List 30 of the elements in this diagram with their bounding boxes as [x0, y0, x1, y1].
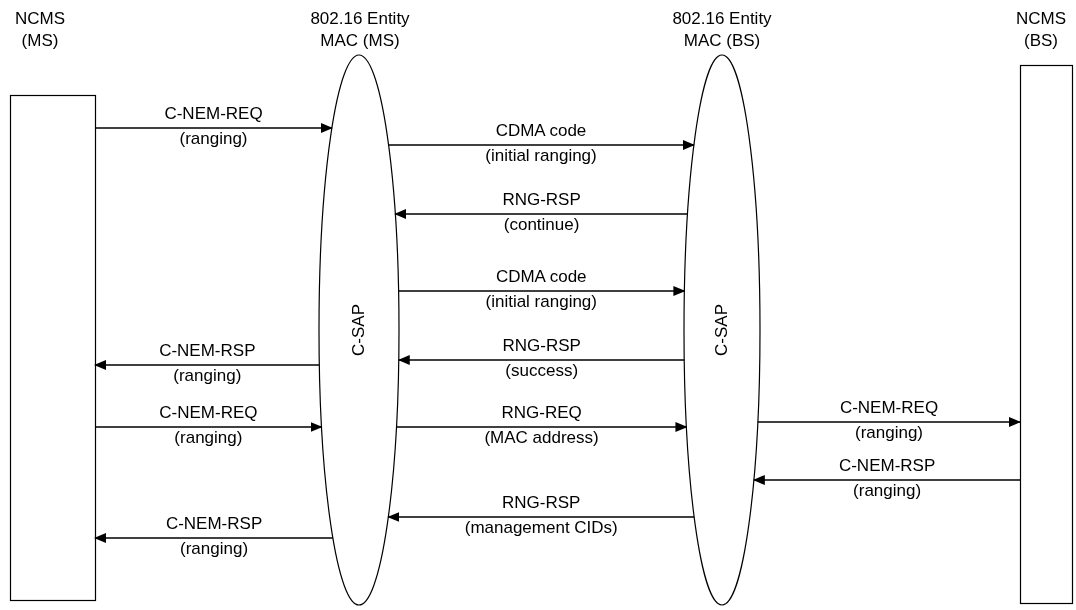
message-arrow — [94, 123, 333, 133]
message-arrow — [94, 533, 334, 543]
lifeline-heading: 802.16 Entity MAC (BS) — [671, 8, 773, 52]
message-label: C-NEM-REQ (ranging) — [164, 103, 263, 150]
message-label: C-NEM-REQ (ranging) — [159, 402, 258, 449]
lifeline-heading: 802.16 Entity MAC (MS) — [309, 8, 411, 52]
message-label: C-NEM-RSP (ranging) — [838, 455, 936, 502]
message-arrow — [387, 512, 695, 522]
message-arrow — [752, 475, 1021, 485]
message-label: RNG-RSP (management CIDs) — [464, 492, 618, 539]
message-label: C-NEM-REQ (ranging) — [839, 397, 939, 444]
lifeline-heading: NCMS (BS) — [1014, 8, 1068, 52]
sap-label: C-SAP — [712, 304, 732, 356]
message-label: C-NEM-RSP (ranging) — [165, 513, 263, 560]
message-arrow — [757, 417, 1021, 427]
message-arrow — [94, 422, 323, 432]
message-label: RNG-RSP (continue) — [502, 189, 581, 236]
message-arrow — [397, 286, 686, 296]
message-label: CDMA code (initial ranging) — [485, 120, 597, 167]
message-arrow — [397, 355, 685, 365]
message-label: RNG-RSP (success) — [502, 335, 581, 382]
message-arrow — [395, 422, 688, 432]
lifeline-heading: NCMS (MS) — [13, 8, 67, 52]
message-label: C-NEM-RSP (ranging) — [159, 340, 256, 387]
message-label: RNG-REQ (MAC address) — [484, 402, 599, 449]
sap-label: C-SAP — [349, 304, 369, 356]
message-arrow — [394, 209, 689, 219]
message-label: CDMA code (initial ranging) — [485, 266, 597, 313]
message-arrow — [387, 140, 695, 150]
message-arrow — [94, 360, 320, 370]
